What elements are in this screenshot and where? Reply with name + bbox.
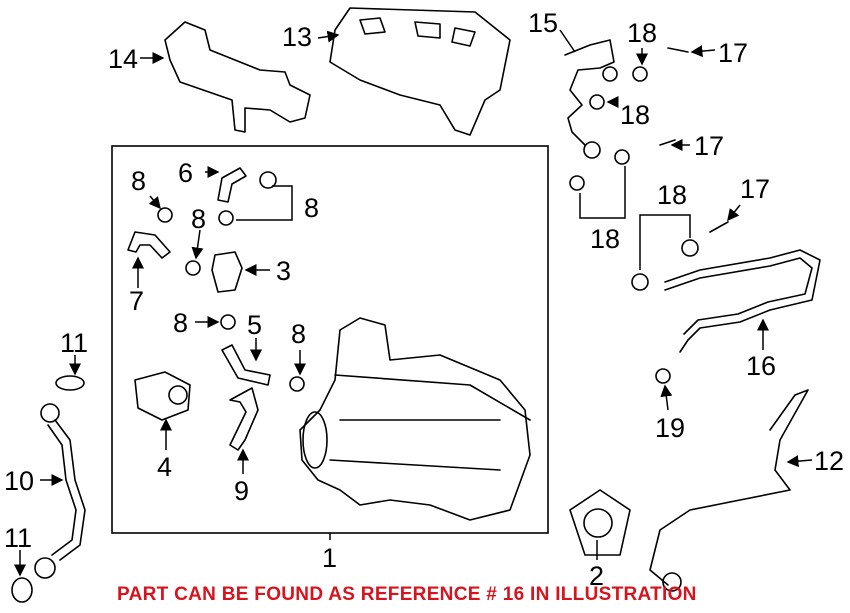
- ref-label-18: 18: [620, 100, 650, 130]
- hose-7: [127, 231, 171, 259]
- clamps-8: [157, 207, 305, 392]
- hose-6: [217, 167, 277, 203]
- diverter-valve-4: [134, 371, 191, 421]
- ref-label-5: 5: [247, 310, 262, 340]
- ref-label-4: 4: [157, 452, 172, 482]
- ref-label-3: 3: [276, 256, 291, 286]
- ref-label-8: 8: [173, 308, 188, 338]
- ref-label-16: 16: [746, 351, 776, 381]
- gaskets-11: [11, 375, 85, 603]
- ref-label-11: 11: [4, 523, 32, 553]
- oil-line-10: [34, 403, 86, 579]
- ref-label-8: 8: [291, 319, 306, 349]
- heat-shield-bracket-14: [164, 21, 311, 133]
- ref-label-15: 15: [528, 8, 558, 38]
- ref-label-2: 2: [589, 561, 604, 591]
- reference-notice: PART CAN BE FOUND AS REFERENCE # 16 IN I…: [117, 584, 697, 605]
- ref-label-18: 18: [627, 18, 657, 48]
- oil-feed-line-15: [564, 39, 618, 159]
- ref-label-8: 8: [131, 166, 146, 196]
- gasket-2: [569, 489, 631, 556]
- turbocharger-1: [299, 317, 531, 521]
- washers-18: [569, 66, 699, 291]
- coolant-line-12: [649, 389, 809, 592]
- ref-label-10: 10: [4, 466, 34, 496]
- assembly-box: [111, 145, 549, 534]
- clamp-19: [655, 368, 671, 384]
- ref-label-17: 17: [740, 174, 770, 204]
- ref-label-19: 19: [655, 413, 685, 443]
- oil-return-line-16: [664, 249, 821, 353]
- heat-shield-13: [329, 7, 511, 136]
- ref-label-12: 12: [814, 446, 844, 476]
- ref-label-11: 11: [60, 328, 88, 358]
- ref-label-17: 17: [694, 131, 724, 161]
- ref-label-17: 17: [718, 38, 748, 68]
- ref-label-18: 18: [590, 224, 620, 254]
- hose-5: [221, 344, 271, 386]
- ref-label-13: 13: [282, 22, 312, 52]
- ref-label-8: 8: [304, 193, 319, 223]
- ref-label-6: 6: [178, 158, 193, 188]
- ref-label-9: 9: [234, 476, 249, 506]
- ref-label-18: 18: [657, 180, 687, 210]
- ref-label-7: 7: [129, 286, 144, 316]
- leader-lines: [14, 29, 813, 577]
- hose-9: [229, 387, 259, 451]
- ref-label-1: 1: [322, 543, 337, 573]
- ref-label-14: 14: [108, 44, 138, 74]
- ref-label-8: 8: [191, 204, 206, 234]
- valve-3: [211, 251, 243, 293]
